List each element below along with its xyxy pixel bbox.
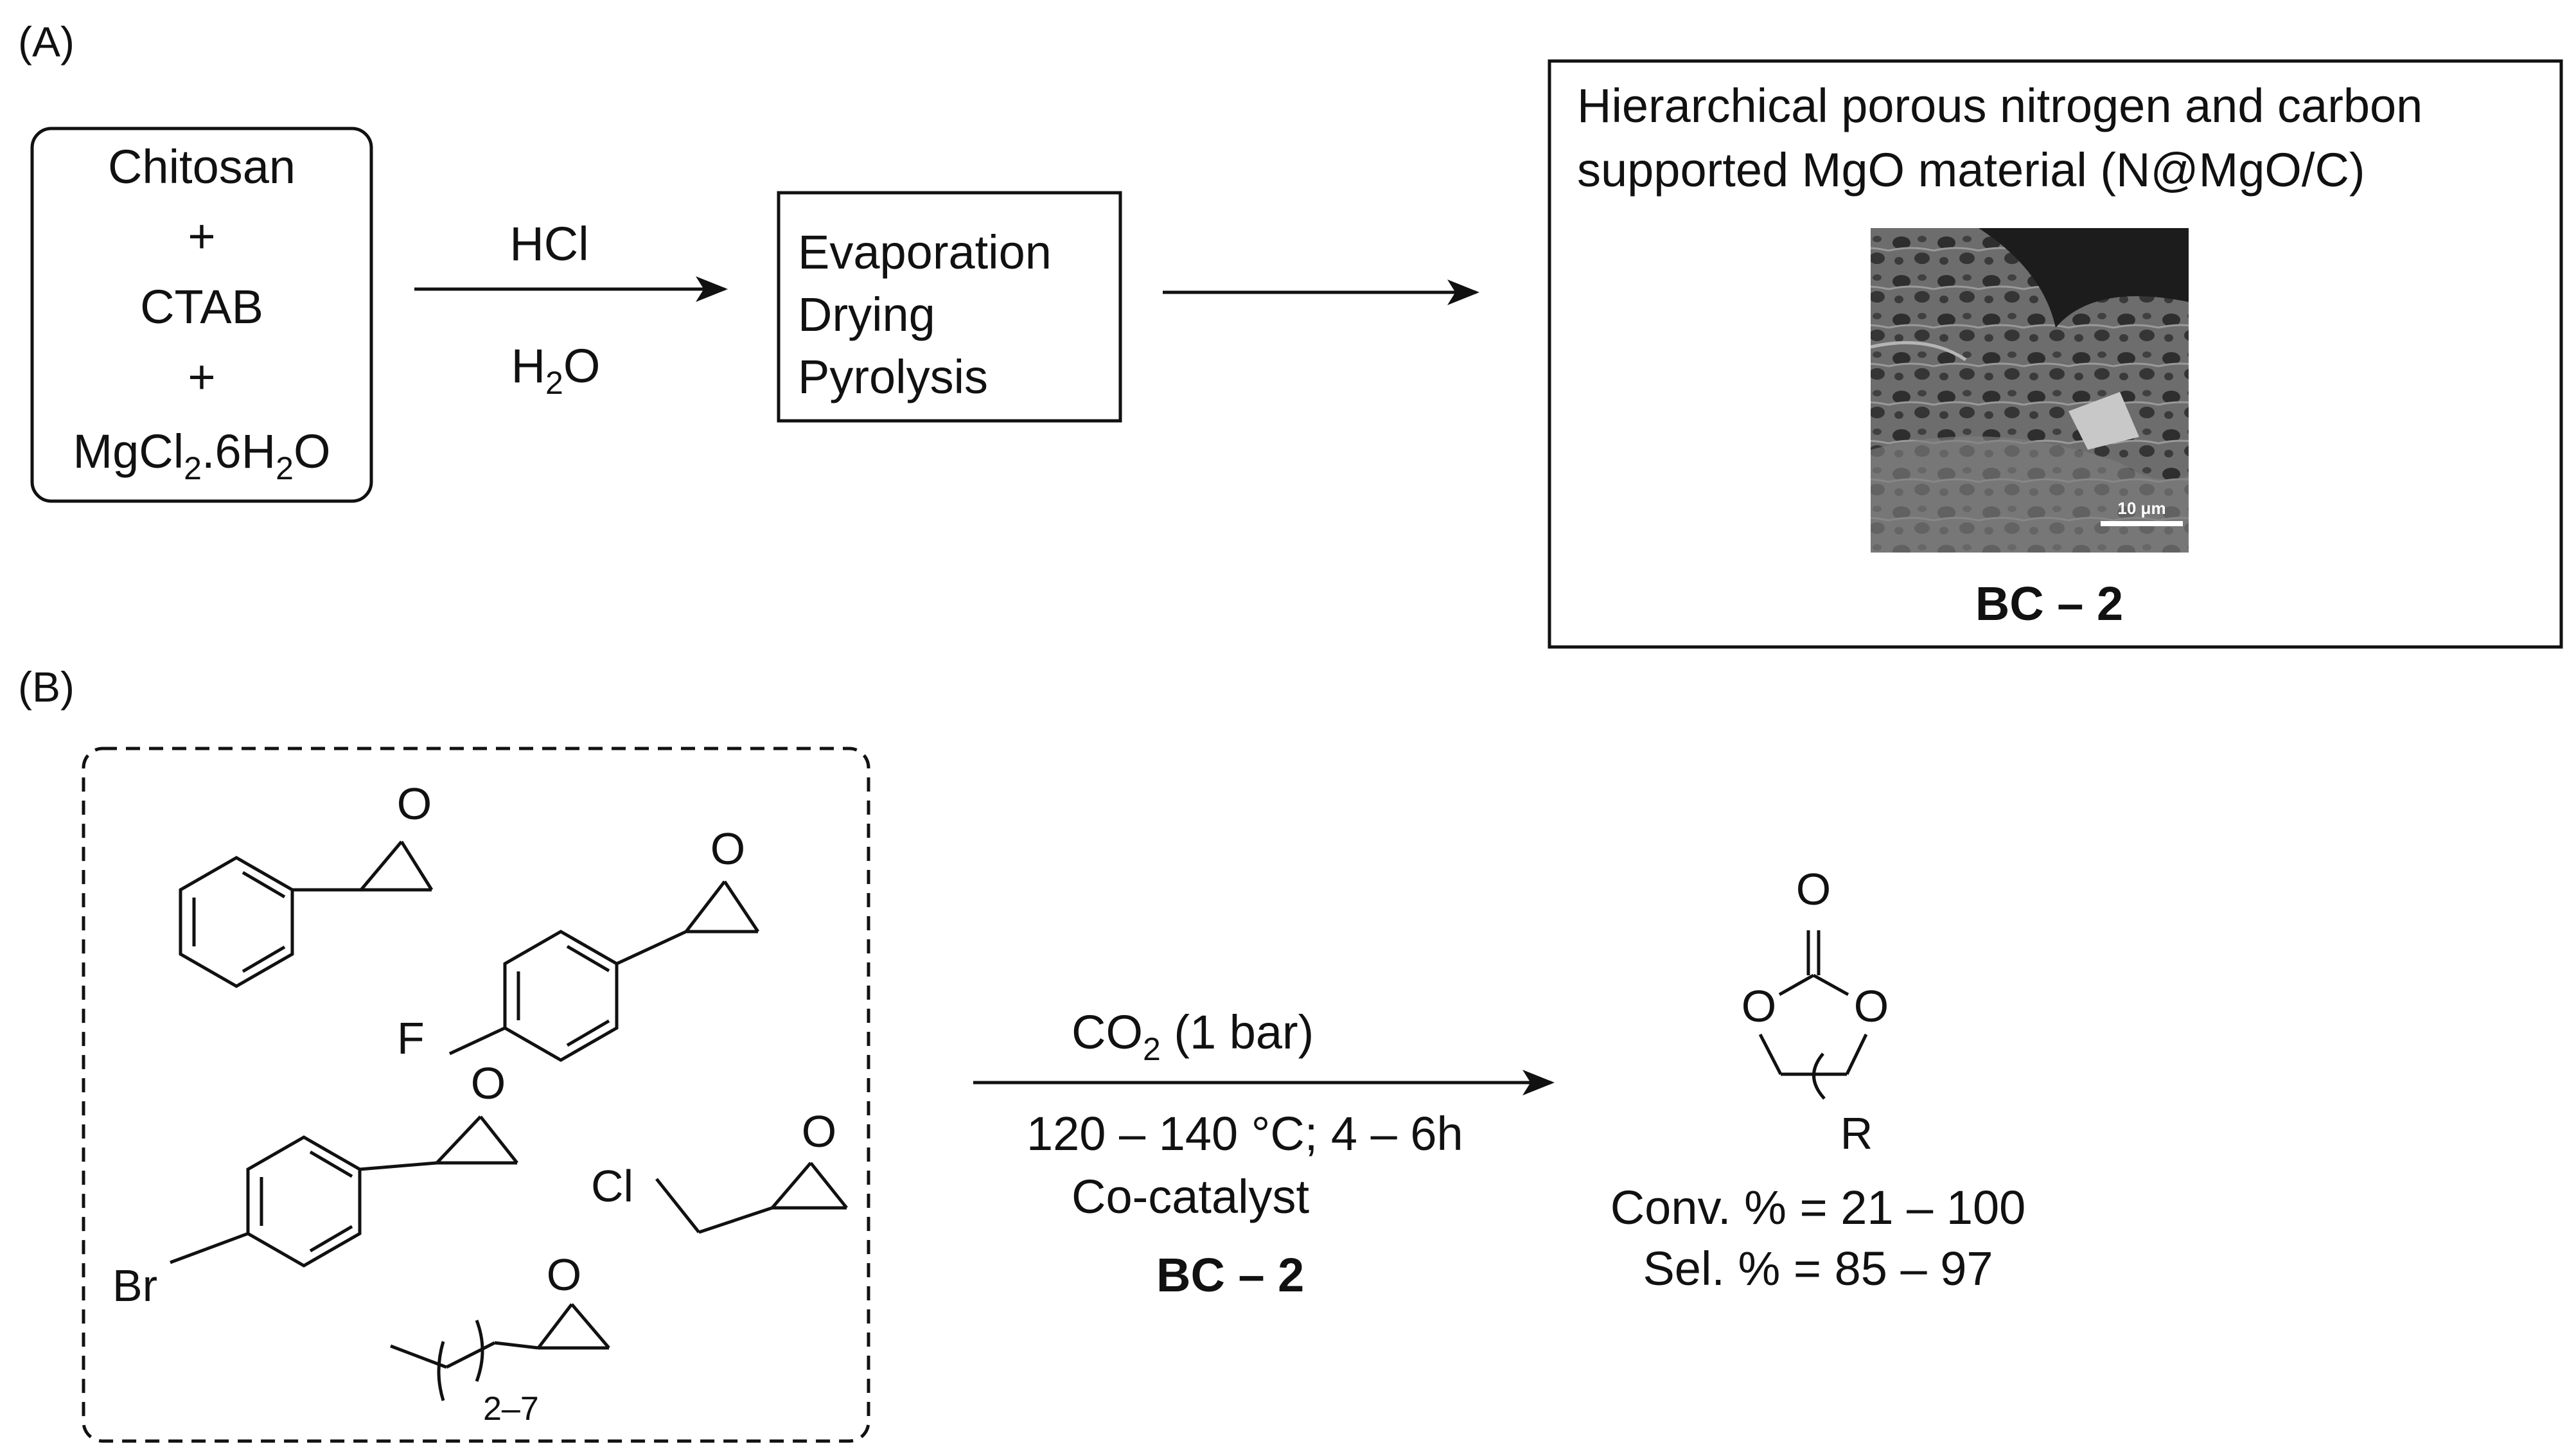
epichlorohydrin-structure [655, 1162, 848, 1234]
selectivity-text: Sel. % = 85 – 97 [1643, 1242, 1993, 1295]
cyclic-carbonate-structure [1758, 930, 1868, 1100]
plus-sign-2: + [188, 350, 215, 403]
fluorostyrene-oxide-structure [448, 880, 760, 1062]
fluoro-substituent-label: F [397, 1013, 425, 1063]
arrow1-reagent-water: H2O [511, 339, 601, 401]
condition-catalyst: BC – 2 [1156, 1248, 1304, 1302]
reagent-ctab: CTAB [140, 280, 263, 333]
panel-b-label: (B) [18, 663, 75, 711]
bromostyrene-oxide-structure [170, 1115, 518, 1268]
condition-co2: CO2 (1 bar) [1072, 1005, 1314, 1067]
oxygen-atom: O [397, 779, 432, 829]
styrene-oxide-structure [179, 840, 434, 988]
reagent-mgcl2: MgCl2.6H2O [73, 425, 330, 486]
reagents-box [30, 127, 373, 503]
panel-a-label: (A) [18, 18, 75, 66]
ring-oxygen-left: O [1742, 981, 1776, 1031]
product-title-line1: Hierarchical porous nitrogen and carbon [1577, 79, 2422, 132]
process-step-drying: Drying [798, 288, 935, 341]
reagent-chitosan: Chitosan [108, 140, 296, 193]
r-group-label: R [1840, 1108, 1873, 1158]
product-title-line2: supported MgO material (N@MgO/C) [1577, 143, 2365, 197]
catalyst-name-label: BC – 2 [1975, 577, 2123, 630]
process-box [777, 191, 1122, 423]
condition-temperature-time: 120 – 140 °C; 4 – 6h [1027, 1107, 1463, 1160]
condition-cocatalyst: Co-catalyst [1072, 1170, 1310, 1223]
carbonyl-oxygen: O [1796, 864, 1831, 914]
repeat-unit-subscript: 2–7 [483, 1390, 539, 1428]
oxygen-atom: O [710, 824, 745, 874]
oxygen-atom: O [471, 1058, 506, 1108]
conversion-text: Conv. % = 21 – 100 [1610, 1181, 2026, 1234]
process-step-evaporation: Evaporation [798, 226, 1052, 279]
substrate-scope-box [82, 747, 870, 1443]
product-box [1548, 59, 2563, 649]
chloro-substituent-label: Cl [591, 1161, 633, 1211]
scale-bar-label: 10 μm [2117, 499, 2166, 518]
sem-micrograph: 10 μm [1870, 228, 2189, 553]
plus-sign-1: + [188, 209, 215, 263]
oxygen-atom: O [547, 1250, 581, 1300]
ring-oxygen-right: O [1854, 981, 1889, 1031]
process-step-pyrolysis: Pyrolysis [798, 350, 988, 403]
oxygen-atom: O [802, 1106, 836, 1156]
alkyl-epoxide-structure [390, 1303, 610, 1401]
arrow1-reagent-hcl: HCl [509, 217, 588, 270]
bromo-substituent-label: Br [112, 1261, 157, 1311]
